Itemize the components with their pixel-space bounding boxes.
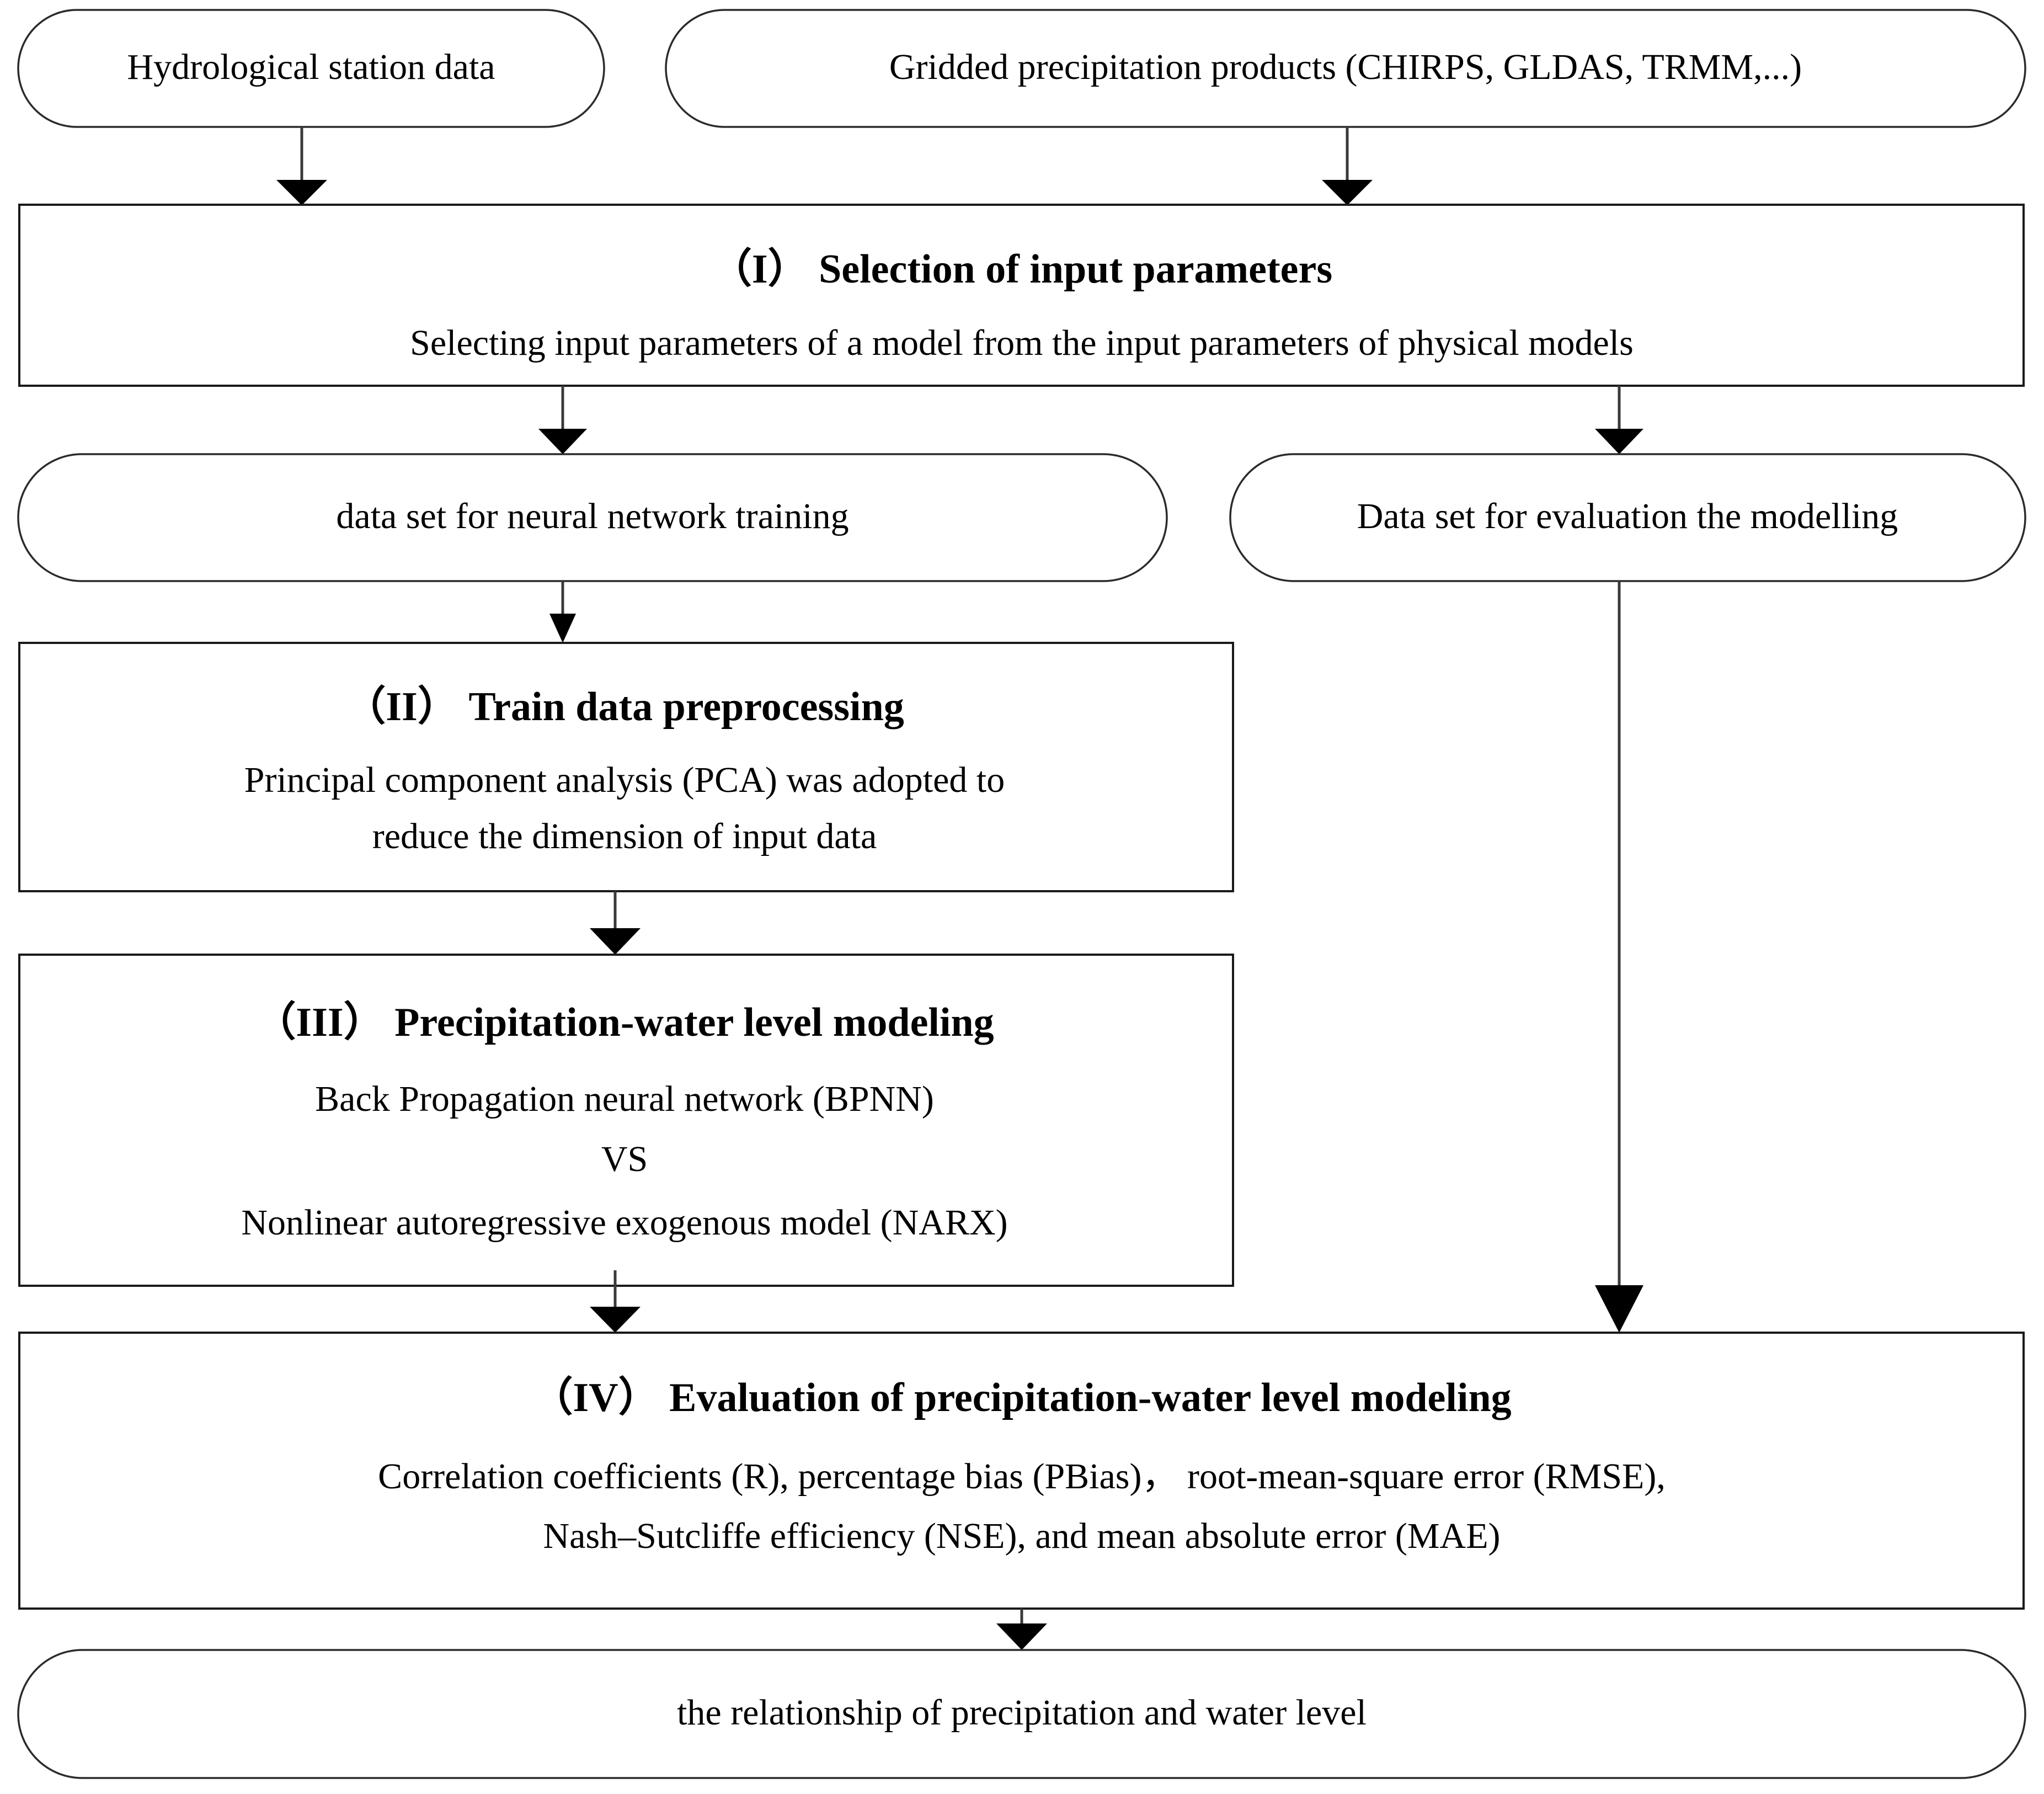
- node-heading: （I） Selection of input parameters: [711, 247, 1332, 292]
- node-label: Gridded precipitation products (CHIRPS, …: [889, 47, 1802, 87]
- node-heading: （II） Train data preprocessing: [345, 684, 904, 730]
- edge-gridded-to-stage1: [1322, 127, 1373, 205]
- node-stage-2-train-data-preprocessing[interactable]: （II） Train data preprocessing Principal …: [18, 642, 1234, 892]
- node-heading: （IV） Evaluation of precipitation-water l…: [532, 1375, 1511, 1420]
- arrowhead-icon: [996, 1623, 1047, 1650]
- arrowhead-icon: [549, 614, 576, 643]
- arrowhead-icon: [1595, 429, 1643, 454]
- node-shape-rect: [18, 1332, 2025, 1610]
- node-gridded-precipitation-products[interactable]: Gridded precipitation products (CHIRPS, …: [665, 9, 2026, 128]
- node-body-line: Nash–Sutcliffe efficiency (NSE), and mea…: [543, 1516, 1501, 1556]
- edge-eval-set-to-stage4: [1595, 581, 1643, 1333]
- arrowhead-icon: [1322, 180, 1373, 205]
- node-body-line: VS: [601, 1139, 648, 1179]
- arrowhead-icon: [590, 928, 641, 955]
- node-body-line: Principal component analysis (PCA) was a…: [244, 760, 1005, 800]
- node-shape-rounded: [17, 453, 1168, 582]
- node-body-line: Correlation coefficients (R), percentage…: [378, 1456, 1666, 1497]
- node-eval-dataset[interactable]: Data set for evaluation the modelling: [1229, 453, 2026, 582]
- edge-stage4-to-result: [996, 1609, 1047, 1650]
- node-body-line: reduce the dimension of input data: [372, 816, 877, 856]
- node-body-line: Selecting input parameters of a model fr…: [410, 323, 1634, 363]
- node-shape-rounded: [665, 9, 2026, 128]
- node-shape-rect: [18, 954, 1234, 1287]
- edge-stage3-to-stage4: [590, 1270, 641, 1333]
- edge-stage2-to-stage3: [590, 891, 641, 955]
- node-shape-rounded: [17, 1649, 2026, 1779]
- node-shape-rounded: [17, 9, 605, 128]
- arrowhead-icon: [538, 429, 587, 454]
- node-shape-rect: [18, 204, 2025, 387]
- node-label: the relationship of precipitation and wa…: [677, 1692, 1367, 1733]
- node-hydrological-station-data[interactable]: Hydrological station data: [17, 9, 605, 128]
- edge-train-set-to-stage2: [549, 581, 576, 643]
- node-stage-3-precipitation-water-level-modeling[interactable]: （III） Precipitation-water level modeling…: [18, 954, 1234, 1287]
- node-shape-rect: [18, 642, 1234, 892]
- node-label: Hydrological station data: [127, 47, 495, 87]
- node-body-line: Nonlinear autoregressive exogenous model…: [241, 1202, 1007, 1243]
- edge-stage1-to-train-set: [538, 386, 587, 454]
- arrowhead-icon: [590, 1307, 641, 1333]
- edge-station-to-stage1: [276, 127, 327, 205]
- edge-stage1-to-eval-set: [1595, 386, 1643, 454]
- node-heading: （III） Precipitation-water level modeling: [255, 1000, 994, 1045]
- node-train-dataset[interactable]: data set for neural network training: [17, 453, 1168, 582]
- node-label: data set for neural network training: [336, 496, 848, 536]
- arrowhead-icon: [1595, 1285, 1643, 1333]
- node-label: Data set for evaluation the modelling: [1357, 496, 1898, 536]
- node-shape-rounded: [1229, 453, 2026, 582]
- node-body-line: Back Propagation neural network (BPNN): [315, 1079, 934, 1119]
- arrowhead-icon: [276, 180, 327, 205]
- node-result-relationship[interactable]: the relationship of precipitation and wa…: [17, 1649, 2026, 1779]
- node-stage-4-evaluation-of-modeling[interactable]: （IV） Evaluation of precipitation-water l…: [18, 1332, 2025, 1610]
- node-stage-1-selection-of-input-parameters[interactable]: （I） Selection of input parameters Select…: [18, 204, 2025, 387]
